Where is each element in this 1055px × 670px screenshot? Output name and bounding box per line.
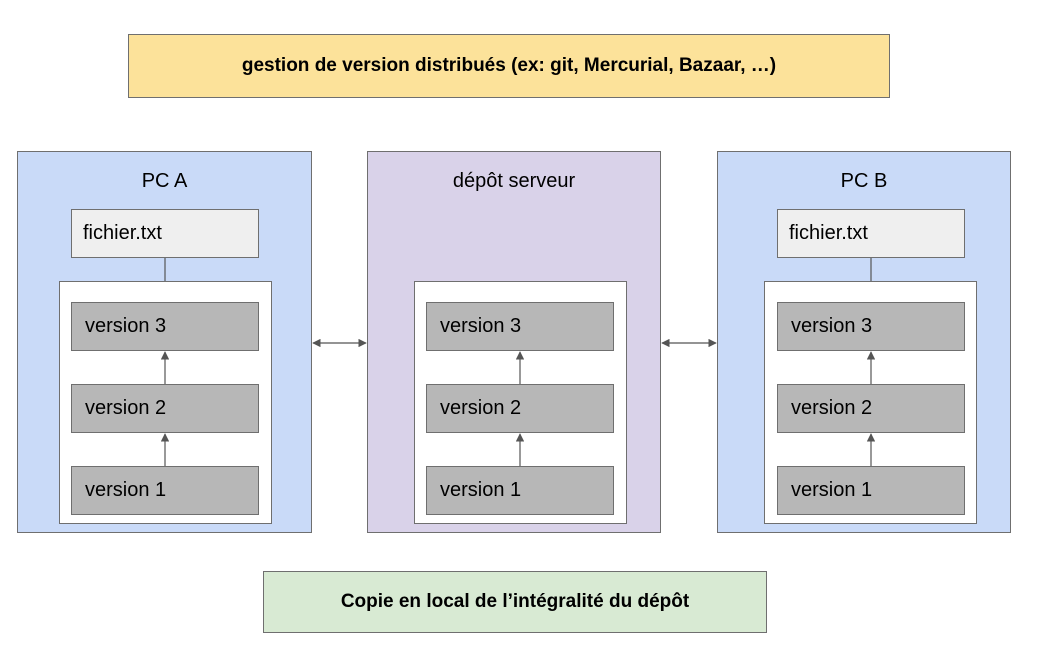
server-version-3: version 3	[426, 302, 614, 351]
footer-caption: Copie en local de l’intégralité du dépôt	[263, 571, 767, 633]
pc-a-label: PC A	[141, 170, 188, 192]
pc-b-version-1: version 1	[777, 466, 965, 515]
pc-b-version-2: version 2	[777, 384, 965, 433]
pc-b-version-3: version 3	[777, 302, 965, 351]
server-version-2: version 2	[426, 384, 614, 433]
server-label: dépôt serveur	[452, 170, 576, 192]
pc-a-file: fichier.txt	[71, 209, 259, 258]
diagram-title: gestion de version distribués (ex: git, …	[128, 34, 890, 98]
pc-a-version-3: version 3	[71, 302, 259, 351]
pc-a-version-2: version 2	[71, 384, 259, 433]
pc-b-file: fichier.txt	[777, 209, 965, 258]
server-version-1: version 1	[426, 466, 614, 515]
pc-a-version-1: version 1	[71, 466, 259, 515]
pc-b-label: PC B	[840, 170, 888, 192]
